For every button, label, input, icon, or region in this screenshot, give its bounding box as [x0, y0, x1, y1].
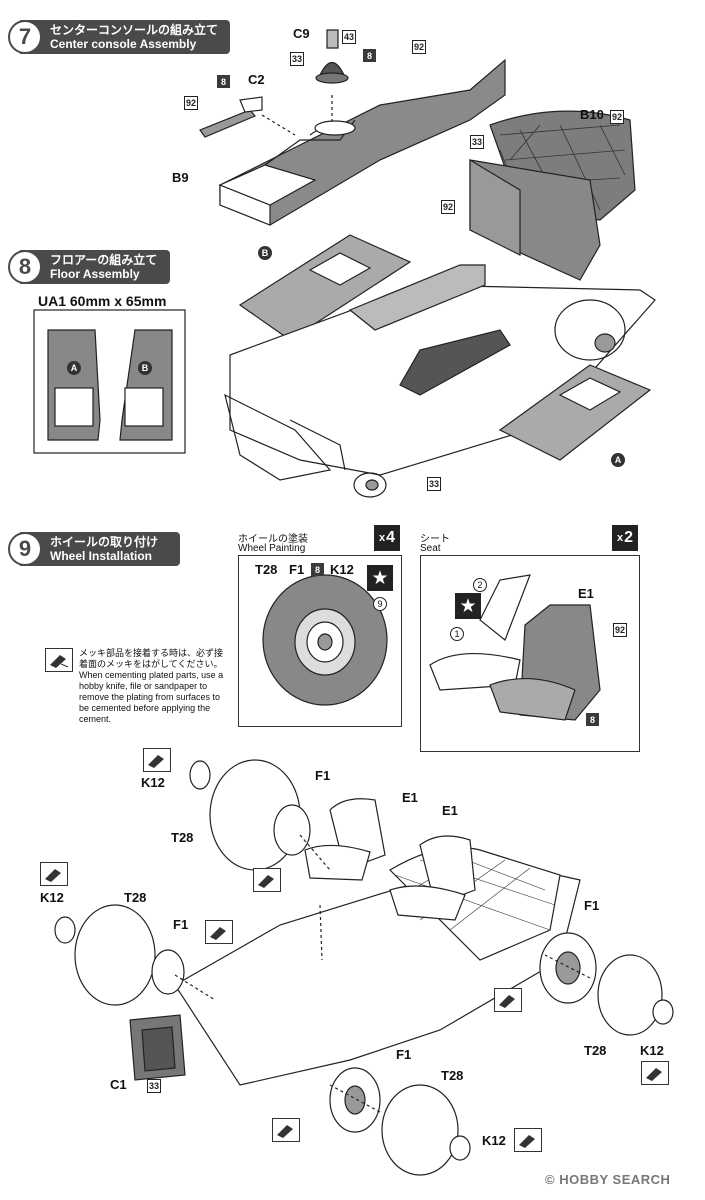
paint-92-lever: 92 [184, 96, 198, 110]
step-9-header: 9 ホイールの取り付け Wheel Installation [8, 532, 180, 566]
watermark-icon: © [545, 1172, 556, 1187]
step-9-title-jp: ホイールの取り付け [50, 535, 159, 549]
wheel-label-k12: K12 [330, 562, 354, 577]
label-c9: C9 [293, 26, 310, 41]
sandpaper-icon [45, 648, 73, 672]
paint-33-seatback: 33 [470, 135, 484, 149]
seat-title-en: Seat [420, 543, 441, 554]
sandpaper-icon-k12d [514, 1128, 542, 1152]
label-k12-a: K12 [141, 775, 165, 790]
wheel-badge-9: 9 [373, 597, 387, 611]
label-t28-c: T28 [584, 1043, 607, 1058]
step-7-title-en: Center console Assembly [50, 37, 197, 51]
plating-note: メッキ部品を接着する時は、必ず接着面のメッキをはがしてください。 When ce… [79, 648, 229, 725]
decal-mark-a: A [67, 361, 81, 375]
label-e1-a: E1 [402, 790, 418, 805]
seat-paint-8: 8 [586, 713, 599, 726]
paint-8-lever: 8 [217, 75, 230, 88]
floor-mark-a: A [611, 453, 625, 467]
step-7-header: 7 センターコンソールの組み立て Center console Assembly [8, 20, 230, 54]
paint-92-seatback: 92 [441, 200, 455, 214]
label-k12-c: K12 [640, 1043, 664, 1058]
label-e1-b: E1 [442, 803, 458, 818]
paint-33-floor: 33 [427, 477, 441, 491]
paint-92-b10: 92 [610, 110, 624, 124]
step-8-title-en: Floor Assembly [50, 267, 140, 281]
label-f1-a: F1 [315, 768, 331, 783]
sandpaper-icon-k12b [40, 862, 68, 886]
label-b10: B10 [580, 107, 604, 122]
paint-43: 43 [342, 30, 356, 44]
wheel-label-t28: T28 [255, 562, 278, 577]
watermark-text: HOBBY SEARCH [559, 1172, 671, 1187]
seat-title-jp: シート [420, 534, 450, 545]
seat-box [420, 555, 640, 752]
wheel-paint-8: 8 [311, 563, 324, 576]
floor-mark-b: B [258, 246, 272, 260]
sandpaper-icon-f1b [205, 920, 233, 944]
sandpaper-icon-k12c [641, 1061, 669, 1085]
label-t28-d: T28 [441, 1068, 464, 1083]
label-t28-a: T28 [171, 830, 194, 845]
sandpaper-icon-f1c [494, 988, 522, 1012]
step-8-number: 8 [8, 250, 42, 284]
paint-33-c1: 33 [147, 1079, 161, 1093]
label-f1-b: F1 [173, 917, 189, 932]
wheel-label-f1: F1 [289, 562, 305, 577]
seat-label-e1: E1 [578, 586, 594, 601]
paint-92-console: 92 [412, 40, 426, 54]
wheel-painting-box [238, 555, 402, 727]
paint-8-top: 8 [363, 49, 376, 62]
step-7-title-jp: センターコンソールの組み立て [50, 23, 219, 37]
plating-note-jp: メッキ部品を接着する時は、必ず接着面のメッキをはがしてください。 [79, 648, 224, 669]
seat-paint-92: 92 [613, 623, 627, 637]
label-f1-d: F1 [396, 1047, 412, 1062]
star-icon-wheel: ★ [367, 565, 393, 591]
label-b9: B9 [172, 170, 189, 185]
decal-size-label: UA1 60mm x 65mm [38, 293, 167, 309]
label-t28-b: T28 [124, 890, 147, 905]
wheel-painting-jp: ホイールの塗装 [238, 534, 308, 545]
label-f1-c: F1 [584, 898, 600, 913]
watermark: © HOBBY SEARCH [545, 1172, 670, 1187]
sandpaper-icon-f1a [253, 868, 281, 892]
label-c2: C2 [248, 72, 265, 87]
step-8-title-jp: フロアーの組み立て [50, 253, 158, 267]
wheel-painting-en: Wheel Painting [238, 543, 306, 554]
step-7-number: 7 [8, 20, 42, 54]
plating-note-en: When cementing plated parts, use a hobby… [79, 670, 224, 724]
seat-num-2: 2 [473, 578, 487, 592]
step-9-number: 9 [8, 532, 42, 566]
decal-mark-b: B [138, 361, 152, 375]
label-c1: C1 [110, 1077, 127, 1092]
sandpaper-icon-f1d [272, 1118, 300, 1142]
seat-num-1: 1 [450, 627, 464, 641]
label-k12-b: K12 [40, 890, 64, 905]
step-9-title-en: Wheel Installation [50, 549, 153, 563]
step-8-header: 8 フロアーの組み立て Floor Assembly [8, 250, 170, 284]
sandpaper-icon-k12a [143, 748, 171, 772]
paint-33-top: 33 [290, 52, 304, 66]
label-k12-d: K12 [482, 1133, 506, 1148]
star-icon-seat: ★ [455, 593, 481, 619]
